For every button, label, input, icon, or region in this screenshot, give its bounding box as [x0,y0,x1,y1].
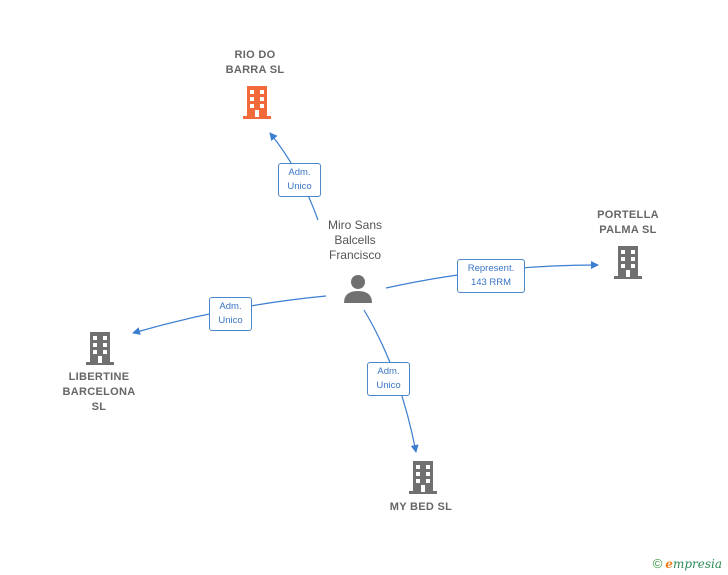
person-icon[interactable] [342,272,374,304]
edge-label-adm-unico-rio[interactable]: Adm. Unico [278,163,321,197]
company-label-rio-do-barra[interactable]: RIO DO BARRA SL [225,49,285,76]
building-icon[interactable] [241,84,273,120]
building-icon[interactable] [84,330,116,366]
building-icon[interactable] [407,459,439,495]
edge-label-adm-unico-libertine[interactable]: Adm. Unico [209,297,252,331]
building-icon[interactable] [612,244,644,280]
brand-footer: © empresia [653,556,722,571]
company-label-my-bed[interactable]: MY BED SL [389,501,453,513]
edge-label-represent-portella[interactable]: Represent. 143 RRM [457,259,525,293]
brand-logo: empresia [665,556,722,571]
person-label-miro-sans[interactable]: Miro Sans Balcells Francisco [327,218,383,262]
company-label-libertine-barcelona[interactable]: LIBERTINE BARCELONA SL [62,371,136,413]
company-label-portella-palma[interactable]: PORTELLA PALMA SL [597,209,659,236]
edge-label-adm-unico-mybed[interactable]: Adm. Unico [367,362,410,396]
copyright-symbol: © [652,556,663,571]
